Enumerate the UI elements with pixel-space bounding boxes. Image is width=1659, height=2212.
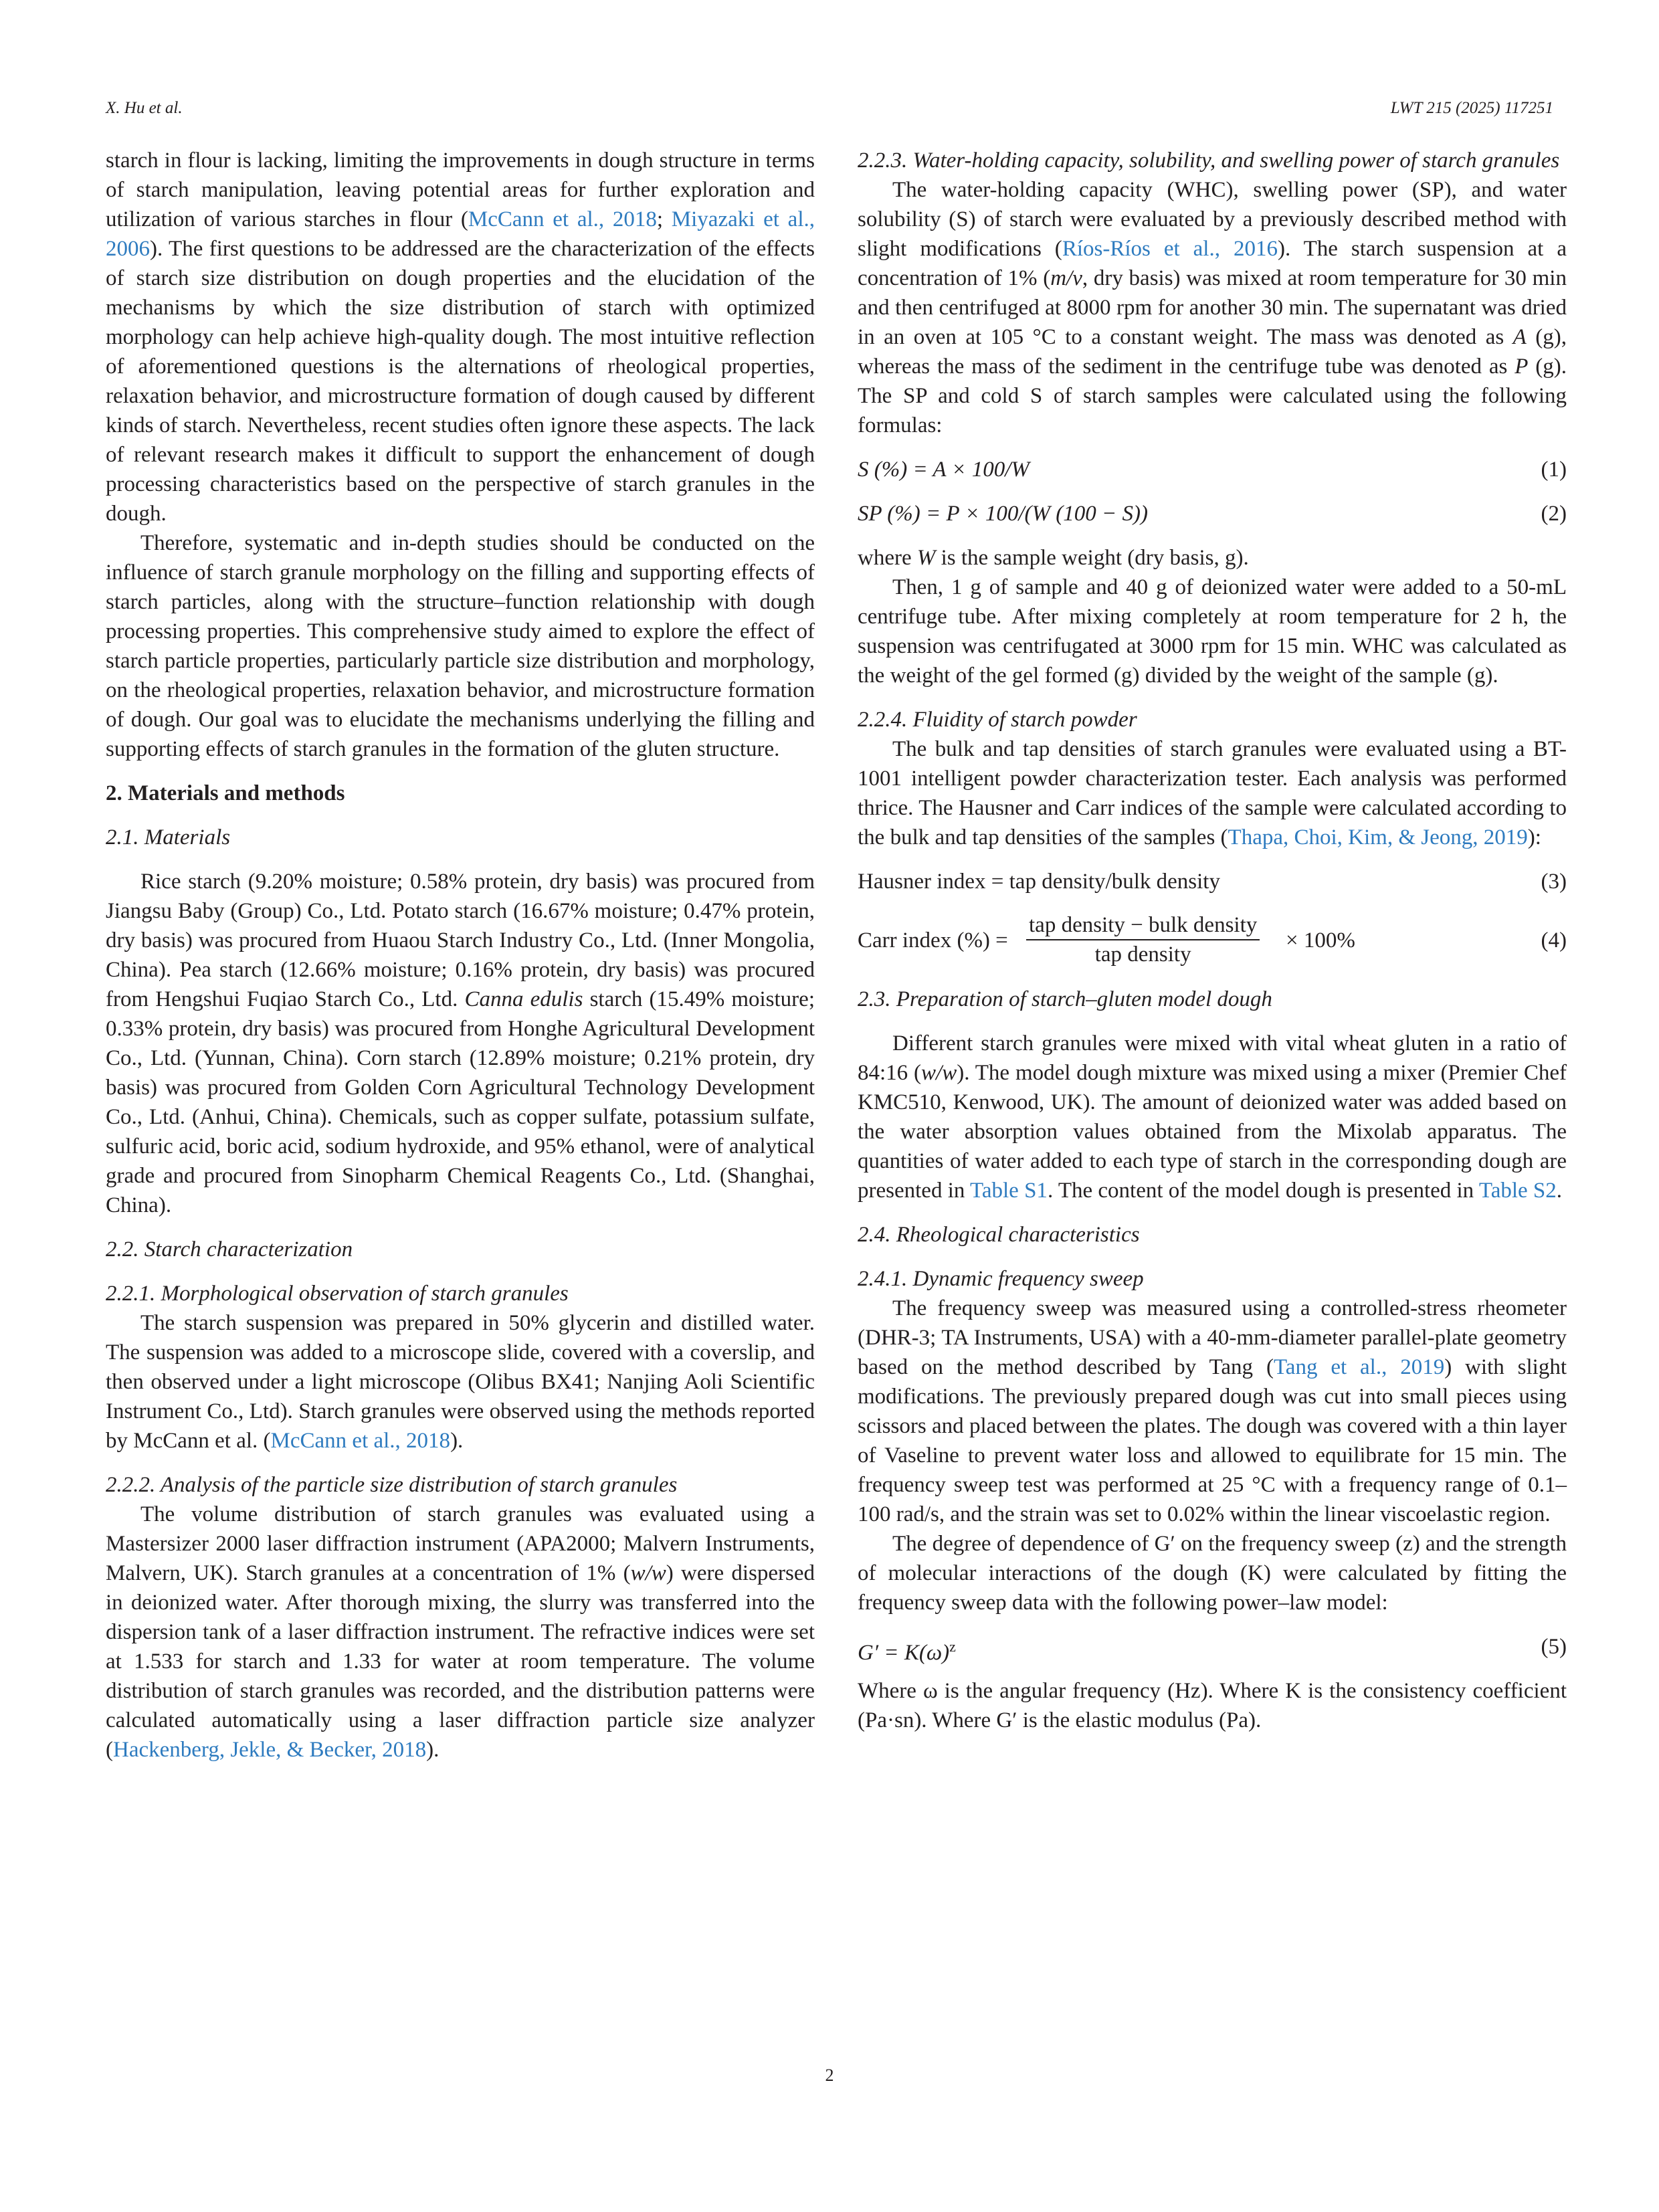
section-heading-materials-methods: 2. Materials and methods — [106, 781, 345, 805]
running-header-authors: X. Hu et al. — [106, 99, 183, 117]
subsubsection-heading-fluidity: 2.2.4. Fluidity of starch powder — [858, 708, 1137, 732]
equation-3: Hausner index = tap density/bulk density… — [858, 870, 1567, 894]
subsection-heading-model-dough: 2.3. Preparation of starch–gluten model … — [858, 987, 1272, 1011]
citation-link-hackenberg[interactable]: Hackenberg, Jekle, & Becker, 2018 — [113, 1738, 427, 1762]
paragraph-whc-method: Then, 1 g of sample and 40 g of deionize… — [858, 575, 1567, 688]
equation-4: Carr index (%) = tap density − bulk dens… — [858, 911, 1567, 970]
paragraph-where-w: where W is the sample weight (dry basis,… — [858, 546, 1249, 570]
equation-5: G′ = K(ω)z(5) — [858, 1635, 1567, 1665]
citation-link-mccann[interactable]: McCann et al., 2018 — [468, 207, 657, 231]
table-link-s1[interactable]: Table S1 — [970, 1179, 1048, 1203]
subsubsection-heading-particle-size: 2.2.2. Analysis of the particle size dis… — [106, 1473, 678, 1497]
citation-link-thapa[interactable]: Thapa, Choi, Kim, & Jeong, 2019 — [1228, 825, 1528, 849]
paragraph-frequency-sweep: The frequency sweep was measured using a… — [858, 1296, 1567, 1526]
paragraph-particle-size: The volume distribution of starch granul… — [106, 1502, 815, 1762]
citation-link-miyazaki[interactable]: Miyazaki et al., 2006 — [106, 207, 815, 261]
running-header-journal: LWT 215 (2025) 117251 — [1390, 99, 1553, 117]
subsubsection-heading-frequency-sweep: 2.4.1. Dynamic frequency sweep — [858, 1267, 1144, 1291]
paragraph-aim: Therefore, systematic and in-depth studi… — [106, 531, 815, 761]
table-link-s2[interactable]: Table S2 — [1478, 1179, 1557, 1203]
equation-2: SP (%) = P × 100/(W (100 − S))(2) — [858, 502, 1567, 526]
subsection-heading-materials: 2.1. Materials — [106, 825, 231, 849]
paragraph-whc: The water-holding capacity (WHC), swelli… — [858, 178, 1567, 437]
paragraph-variable-definitions: Where ω is the angular frequency (Hz). W… — [858, 1679, 1567, 1732]
page-number: 2 — [825, 2066, 834, 2085]
subsection-heading-rheology: 2.4. Rheological characteristics — [858, 1223, 1140, 1247]
subsection-heading-starch-characterization: 2.2. Starch characterization — [106, 1237, 353, 1262]
paragraph-fluidity: The bulk and tap densities of starch gra… — [858, 737, 1567, 849]
equation-1: S (%) = A × 100/W(1) — [858, 458, 1567, 482]
paragraph-intro-continued: starch in flour is lacking, limiting the… — [106, 148, 815, 526]
subsubsection-heading-whc: 2.2.3. Water-holding capacity, solubilit… — [858, 148, 1560, 173]
paragraph-power-law: The degree of dependence of G′ on the fr… — [858, 1532, 1567, 1615]
paragraph-morphology: The starch suspension was prepared in 50… — [106, 1311, 815, 1453]
paragraph-model-dough: Different starch granules were mixed wit… — [858, 1031, 1567, 1203]
citation-link-mccann-2[interactable]: McCann et al., 2018 — [270, 1429, 451, 1453]
left-column: starch in flour is lacking, limiting the… — [106, 146, 815, 1765]
subsubsection-heading-morphology: 2.2.1. Morphological observation of star… — [106, 1282, 569, 1306]
right-column: 2.2.3. Water-holding capacity, solubilit… — [858, 146, 1567, 1735]
paragraph-materials: Rice starch (9.20% moisture; 0.58% prote… — [106, 870, 815, 1217]
citation-link-rios[interactable]: Ríos-Ríos et al., 2016 — [1062, 237, 1278, 261]
citation-link-tang[interactable]: Tang et al., 2019 — [1273, 1355, 1445, 1379]
